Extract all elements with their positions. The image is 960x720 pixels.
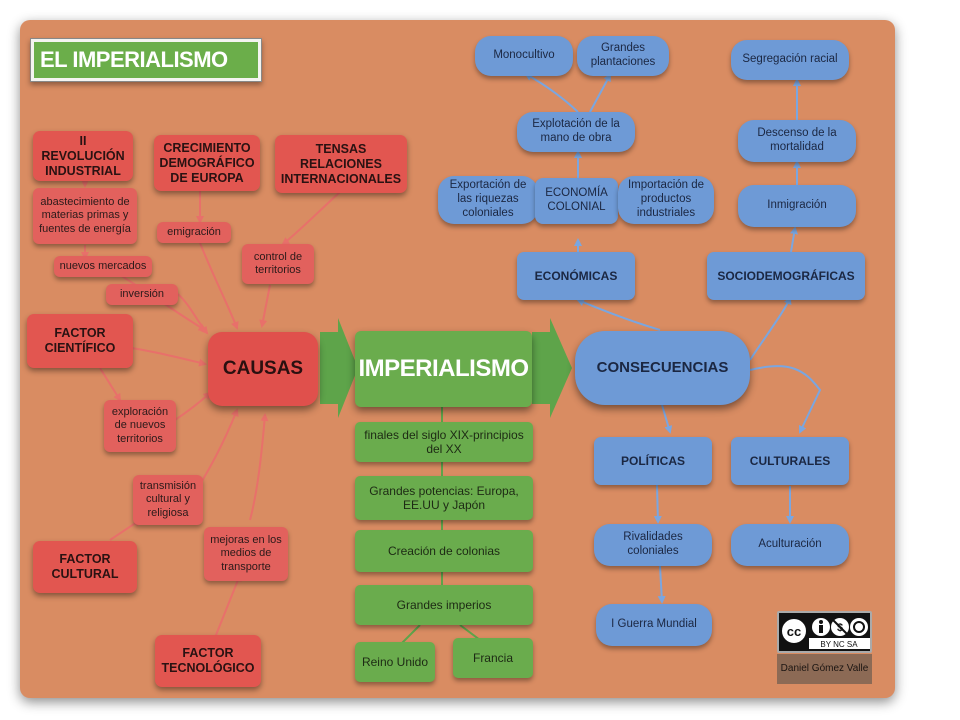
node-reino-unido: Reino Unido <box>355 642 435 682</box>
node-transmision: transmisión cultural y religiosa <box>133 475 203 525</box>
node-factor-cultural: FACTOR CULTURAL <box>33 541 137 593</box>
node-descenso-mortalidad: Descenso de la mortalidad <box>738 120 856 162</box>
license-logo: cc $ BY NC SA Daniel Gómez Valle <box>777 611 872 684</box>
node-control-territorios: control de territorios <box>242 244 314 284</box>
node-guerra-mundial: I Guerra Mundial <box>596 604 712 646</box>
page-title: EL IMPERIALISMO <box>30 38 262 82</box>
node-revolucion-industrial: II REVOLUCIÓN INDUSTRIAL <box>33 131 133 181</box>
node-crecimiento-demografico: CRECIMIENTO DEMOGRÁFICO DE EUROPA <box>154 135 260 191</box>
node-grandes-potencias: Grandes potencias: Europa, EE.UU y Japón <box>355 476 533 520</box>
node-tensas-relaciones: TENSAS RELACIONES INTERNACIONALES <box>275 135 407 193</box>
node-exploracion: exploración de nuevos territorios <box>104 400 176 452</box>
node-inversion: inversión <box>106 284 178 305</box>
node-culturales: CULTURALES <box>731 437 849 485</box>
node-creacion-colonias: Creación de colonias <box>355 530 533 572</box>
node-factor-cientifico: FACTOR CIENTÍFICO <box>27 314 133 368</box>
node-segregacion-racial: Segregación racial <box>731 40 849 80</box>
author-credit: Daniel Gómez Valle <box>777 654 872 684</box>
cc-by-nc-sa-badge: cc $ BY NC SA <box>777 611 872 653</box>
node-sociodemograficas: SOCIODEMOGRÁFICAS <box>707 252 865 300</box>
cc-icons: cc $ BY NC SA <box>779 613 870 651</box>
node-causas: CAUSAS <box>208 332 318 406</box>
node-grandes-plantaciones: Grandes plantaciones <box>577 36 669 76</box>
node-rivalidades-coloniales: Rivalidades coloniales <box>594 524 712 566</box>
node-exportacion: Exportación de las riquezas coloniales <box>438 176 538 224</box>
node-mejoras-transporte: mejoras en los medios de transporte <box>204 527 288 581</box>
node-inmigracion: Inmigración <box>738 185 856 227</box>
node-economia-colonial: ECONOMÍA COLONIAL <box>535 178 618 224</box>
node-importacion: Importación de productos industriales <box>618 176 714 224</box>
svg-text:cc: cc <box>787 624 801 639</box>
license-badge-text: BY NC SA <box>820 640 858 649</box>
node-economicas: ECONÓMICAS <box>517 252 635 300</box>
node-emigracion: emigración <box>157 222 231 243</box>
node-monocultivo: Monocultivo <box>475 36 573 76</box>
node-aculturacion: Aculturación <box>731 524 849 566</box>
node-nuevos-mercados: nuevos mercados <box>54 256 152 277</box>
node-grandes-imperios: Grandes imperios <box>355 585 533 625</box>
node-francia: Francia <box>453 638 533 678</box>
node-finales-siglo: finales del siglo XIX-principios del XX <box>355 422 533 462</box>
node-factor-tecnologico: FACTOR TECNOLÓGICO <box>155 635 261 687</box>
node-abastecimiento: abastecimiento de materias primas y fuen… <box>33 188 137 244</box>
node-explotacion: Explotación de la mano de obra <box>517 112 635 152</box>
node-consecuencias: CONSECUENCIAS <box>575 331 750 405</box>
node-imperialismo: IMPERIALISMO <box>355 331 532 407</box>
node-politicas: POLÍTICAS <box>594 437 712 485</box>
